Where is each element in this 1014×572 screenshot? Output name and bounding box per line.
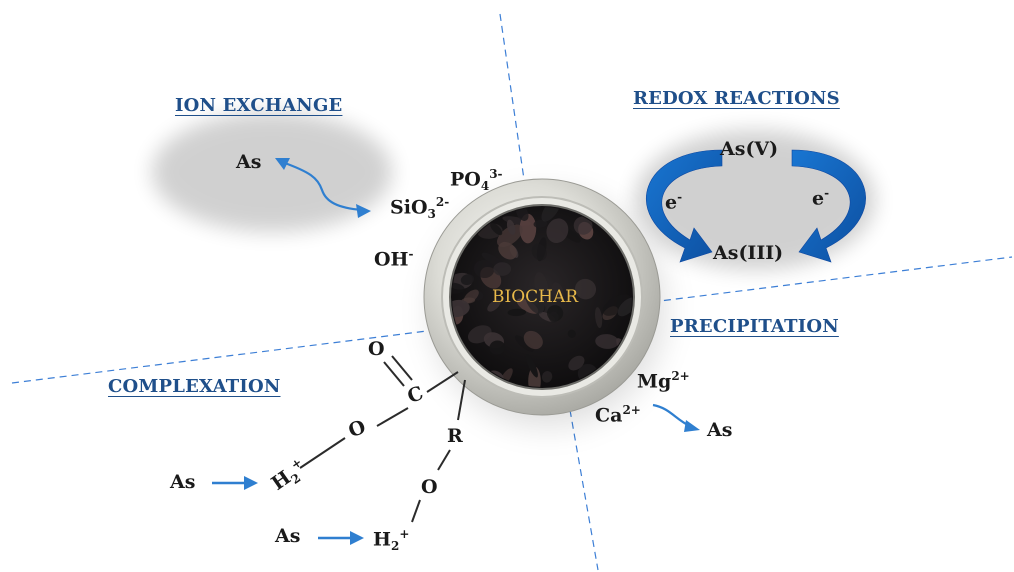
double-bond-1 [383, 361, 405, 387]
po4-sup: 3- [489, 167, 503, 181]
precip-as: As [707, 419, 733, 441]
mg-sup: 2+ [671, 369, 690, 383]
sio3-base: SiO [390, 196, 428, 219]
oh-base: OH [374, 248, 409, 271]
cx-as-b: As [275, 525, 301, 547]
ion-sio3: SiO32- [390, 196, 449, 220]
cx-o-r: O [421, 476, 438, 498]
bond-c-o [376, 407, 409, 427]
e-right-base: e [812, 187, 825, 210]
e-left-base: e [665, 191, 678, 214]
redox-as-v: As(V) [720, 138, 779, 160]
precip-ca: Ca2+ [595, 404, 641, 425]
oh-sup: - [408, 247, 414, 261]
biochar-particle [413, 175, 683, 445]
cx-h2-b: H2+ [373, 528, 409, 552]
title-redox-reactions: REDOX REACTIONS [633, 88, 840, 109]
po4-sub: 4 [480, 179, 490, 194]
bond-c-surface [426, 371, 459, 393]
bond-o-h2 [299, 437, 346, 469]
ion-exchange-arrow [275, 158, 371, 218]
title-precipitation: PRECIPITATION [670, 316, 839, 337]
redox-arrow-left [646, 149, 723, 263]
complexation-arrows [212, 476, 364, 545]
precip-mg: Mg2+ [637, 370, 690, 391]
complexation-bonds [299, 355, 466, 523]
e-right-sup: - [824, 186, 830, 200]
divider-top [499, 13, 528, 201]
redox-e-right: e- [812, 187, 829, 208]
po4-base: PO [450, 168, 481, 191]
ca-sup: 2+ [622, 403, 641, 417]
cx-o-carbonyl: O [368, 338, 385, 360]
biochar-label: BIOCHAR [492, 287, 579, 307]
ca-base: Ca [595, 404, 623, 427]
bond-surface-r [457, 379, 466, 421]
h2b-sup: + [399, 527, 410, 541]
precipitation-arrow [652, 403, 700, 432]
title-complexation: COMPLEXATION [108, 376, 281, 397]
h2b-base: H [373, 528, 391, 551]
ion-as: As [236, 151, 262, 173]
redox-arrow-right [791, 149, 866, 263]
bond-o-h2b [411, 499, 421, 523]
h2b-sub: 2 [390, 539, 400, 554]
ion-po4: PO43- [450, 168, 503, 192]
mg-base: Mg [637, 370, 672, 393]
sio3-sup: 2- [435, 195, 450, 209]
double-bond-2 [391, 355, 413, 381]
redox-e-left: e- [665, 191, 682, 212]
ion-oh: OH- [374, 248, 414, 269]
redox-cycle [646, 149, 866, 263]
redox-as-iii: As(III) [713, 242, 784, 264]
cx-as-a: As [170, 471, 196, 493]
divider-right [651, 256, 1013, 303]
char-texture [452, 207, 632, 387]
title-ion-exchange: ION EXCHANGE [175, 95, 343, 116]
cx-r: R [447, 425, 463, 447]
sio3-sub: 3 [427, 207, 436, 222]
bond-r-o [437, 449, 451, 471]
e-left-sup: - [677, 190, 683, 204]
